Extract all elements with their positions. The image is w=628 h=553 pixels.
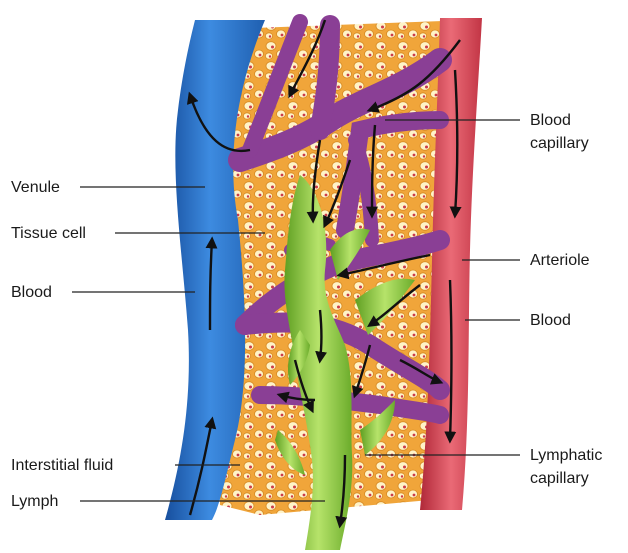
label-venule: Venule xyxy=(11,178,60,197)
label-lymphatic-capillary-line2: capillary xyxy=(530,469,589,488)
label-tissue-cell: Tissue cell xyxy=(11,224,86,243)
label-arteriole: Arteriole xyxy=(530,251,590,270)
label-lymphatic-capillary-line1: Lymphatic xyxy=(530,446,602,465)
label-blood-right: Blood xyxy=(530,311,571,330)
label-blood-left: Blood xyxy=(11,283,52,302)
label-lymph: Lymph xyxy=(11,492,58,511)
label-blood-capillary-line1: Blood xyxy=(530,111,571,130)
label-interstitial-fluid: Interstitial fluid xyxy=(11,456,113,475)
label-blood-capillary-line2: capillary xyxy=(530,134,589,153)
